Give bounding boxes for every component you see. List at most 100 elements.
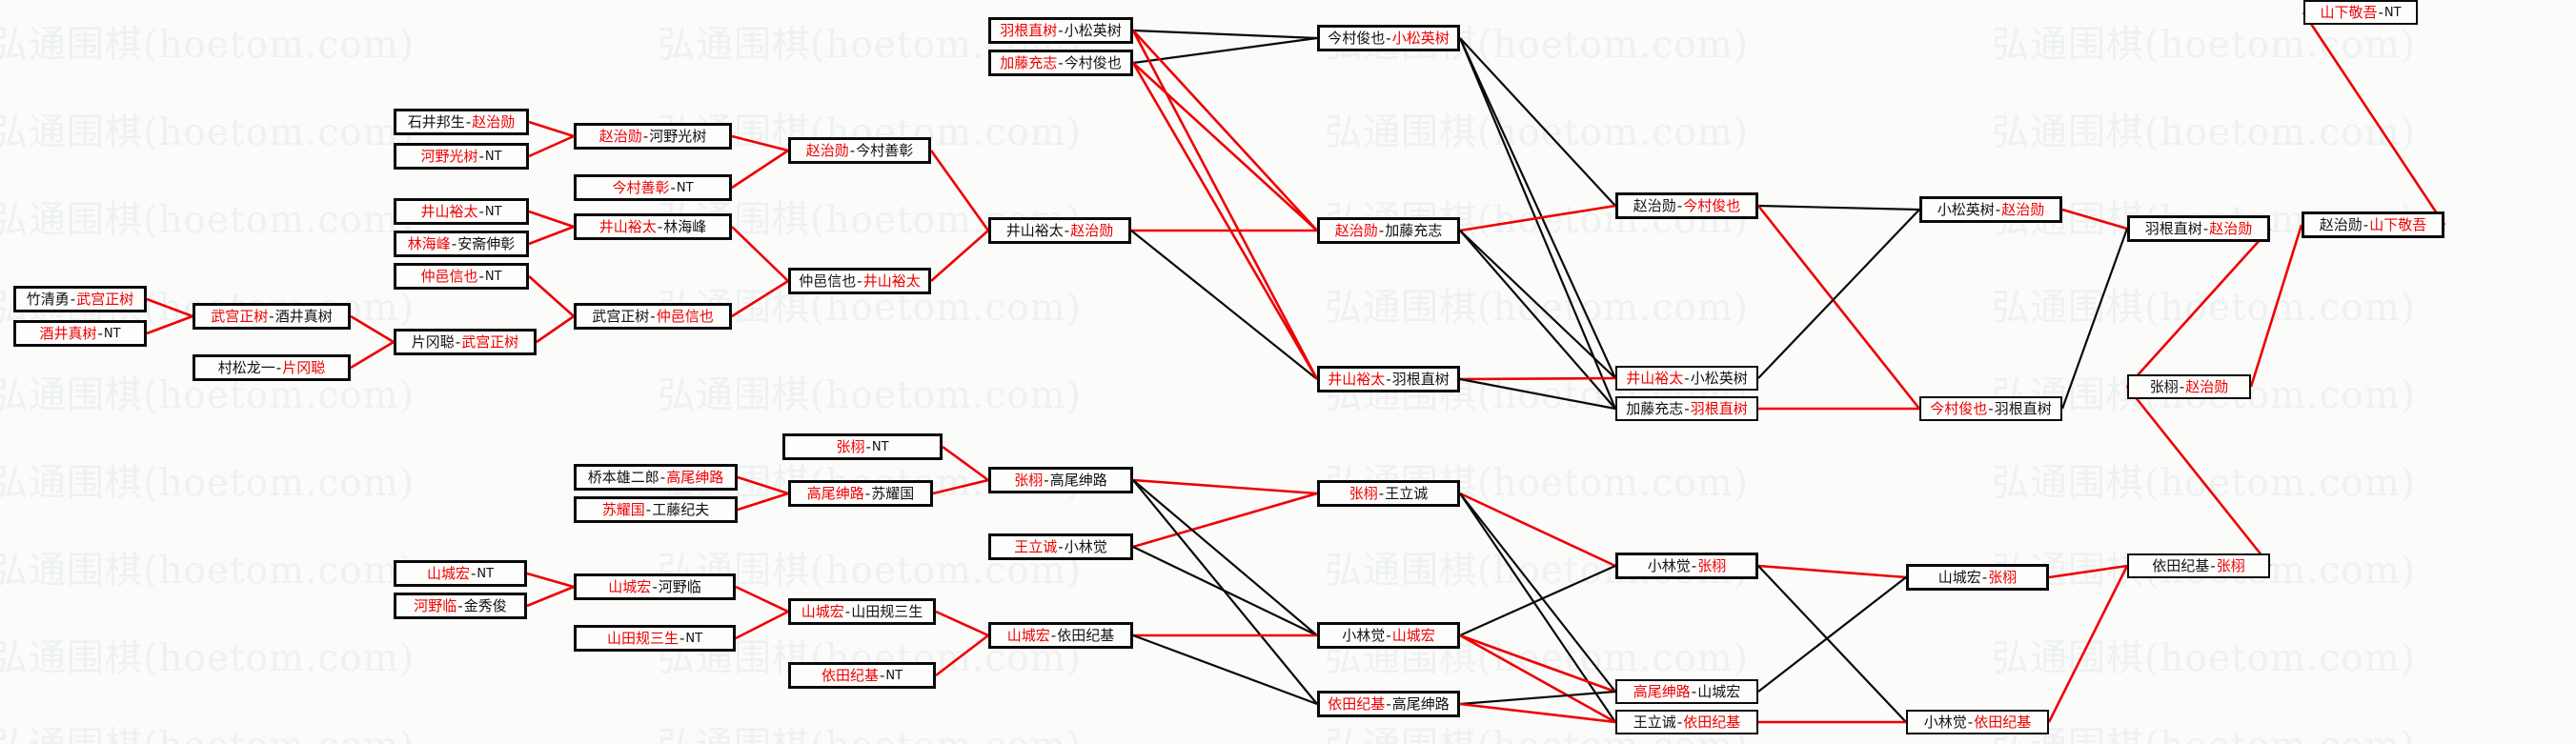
win-edge (2249, 224, 2303, 388)
lose-edge (1130, 230, 1318, 380)
win-edge (528, 120, 575, 138)
player-left: 王立诚 (1014, 537, 1058, 555)
match-node[interactable]: 张栩-高尾绅路 (988, 467, 1133, 493)
vs-separator: - (1995, 200, 2001, 218)
match-node[interactable]: 今村俊也-小松英树 (1317, 25, 1460, 51)
match-node[interactable]: 山城宏-张栩 (1906, 564, 2049, 591)
match-node[interactable]: 加藤充志-羽根直树 (1615, 396, 1758, 421)
player-right: 高尾绅路 (1391, 694, 1450, 713)
match-node[interactable]: 高尾绅路-山城宏 (1615, 679, 1758, 704)
match-node[interactable]: 山城宏-NT (394, 560, 527, 587)
match-node[interactable]: 武宫正树-酒井真树 (193, 303, 351, 330)
win-edge (2302, 11, 2446, 226)
match-node[interactable]: 张栩-赵治勋 (2127, 374, 2251, 399)
match-node[interactable]: 石井邦生-赵治勋 (394, 109, 529, 135)
match-node[interactable]: 王立诚-小林觉 (988, 533, 1133, 560)
match-node[interactable]: 羽根直树-赵治勋 (2127, 215, 2270, 242)
match-node[interactable]: 赵治勋-今村善彰 (788, 137, 931, 164)
match-node[interactable]: 苏耀国-工藤纪夫 (574, 496, 738, 523)
player-right: 王立诚 (1385, 484, 1429, 502)
player-right: 武宫正树 (76, 290, 134, 308)
match-node[interactable]: 山城宏-山田规三生 (788, 598, 936, 625)
win-edge (1459, 633, 1616, 724)
match-node[interactable]: 依田纪基-张栩 (2127, 553, 2270, 578)
lose-edge (1132, 29, 1318, 40)
vs-separator: - (1050, 626, 1057, 644)
vs-separator: - (70, 290, 76, 308)
win-edge (935, 610, 989, 637)
match-node[interactable]: 仲邑信也-NT (394, 263, 529, 290)
player-right: 安斋伸彰 (457, 234, 516, 252)
player-left: 武宫正树 (211, 307, 269, 325)
win-edge (935, 633, 989, 677)
win-edge (1459, 376, 1616, 381)
match-node[interactable]: 山田规三生-NT (574, 625, 736, 652)
match-node[interactable]: 赵治勋-今村俊也 (1615, 192, 1758, 219)
win-edge (731, 149, 789, 190)
match-node[interactable]: 王立诚-依田纪基 (1615, 710, 1758, 734)
win-edge (350, 340, 395, 370)
match-node[interactable]: 小林觉-依田纪基 (1906, 710, 2049, 734)
match-node[interactable]: 井山裕太-NT (394, 198, 529, 225)
match-node[interactable]: 张栩-王立诚 (1317, 480, 1460, 507)
vs-separator: - (2210, 556, 2216, 574)
match-node[interactable]: 小林觉-张栩 (1615, 553, 1758, 579)
match-node[interactable]: 赵治勋-山下敬吾 (2302, 211, 2444, 238)
vs-separator: - (1386, 370, 1391, 388)
player-left: 依田纪基 (2152, 556, 2210, 574)
match-node[interactable]: 井山裕太-小松英树 (1615, 366, 1758, 391)
match-node[interactable]: 今村善彰-NT (574, 174, 732, 201)
win-edge (942, 445, 989, 482)
match-node[interactable]: 加藤充志-今村俊也 (988, 50, 1133, 76)
player-right: 金秀俊 (463, 596, 507, 614)
match-node[interactable]: 村松龙一-片冈聪 (193, 354, 351, 381)
player-left: 井山裕太 (1005, 221, 1064, 239)
match-node[interactable]: 山城宏-河野临 (574, 573, 736, 600)
match-node[interactable]: 山城宏-依田纪基 (988, 622, 1133, 649)
match-node[interactable]: 井山裕太-赵治勋 (988, 217, 1131, 244)
lose-edge (1459, 564, 1616, 637)
player-right: 小松英树 (1391, 29, 1450, 47)
match-node[interactable]: 河野光树-NT (394, 143, 529, 170)
lose-edge (2060, 228, 2129, 410)
vs-separator: - (478, 202, 484, 220)
match-node[interactable]: 酒井真树-NT (13, 320, 147, 347)
match-node[interactable]: 仲邑信也-井山裕太 (788, 268, 931, 294)
match-node[interactable]: 井山裕太-羽根直树 (1317, 366, 1460, 392)
player-left: 河野光树 (420, 147, 478, 165)
match-node[interactable]: 林海峰-安斋伸彰 (394, 231, 529, 257)
player-left: 山城宏 (426, 564, 470, 582)
match-node[interactable]: 桥本雄二郎-高尾绅路 (574, 464, 738, 491)
win-edge (1132, 478, 1318, 495)
lose-edge (1132, 479, 1318, 705)
match-node[interactable]: 赵治勋-加藤充志 (1317, 217, 1460, 244)
match-node[interactable]: 竹清勇-武宫正树 (13, 286, 147, 312)
lose-edge (1459, 493, 1616, 693)
match-node[interactable]: 小林觉-山城宏 (1317, 622, 1460, 649)
player-left: 高尾绅路 (806, 484, 864, 502)
player-right: 羽根直树 (1391, 370, 1450, 388)
match-node[interactable]: 羽根直树-小松英树 (988, 17, 1133, 44)
match-node[interactable]: 依田纪基-NT (788, 662, 936, 689)
match-node[interactable]: 小松英树-赵治勋 (1919, 196, 2062, 223)
match-node[interactable]: 张栩-NT (782, 433, 943, 460)
vs-separator: - (478, 267, 484, 285)
match-node[interactable]: 高尾绅路-苏耀国 (788, 480, 933, 507)
match-node[interactable]: 今村俊也-羽根直树 (1919, 396, 2062, 421)
lose-edge (1459, 377, 1616, 411)
win-edge (932, 478, 989, 495)
vs-separator: - (642, 127, 649, 145)
match-node[interactable]: 赵治勋-河野光树 (574, 123, 732, 150)
match-node[interactable]: 依田纪基-高尾绅路 (1317, 691, 1460, 717)
match-node[interactable]: 武宫正树-仲邑信也 (574, 303, 732, 330)
vs-separator: - (457, 596, 463, 614)
player-left: 仲邑信也 (420, 267, 478, 285)
match-node[interactable]: 山下敬吾-NT (2303, 0, 2418, 25)
player-left: 羽根直树 (2144, 219, 2202, 237)
match-node[interactable]: 片冈聪-武宫正树 (394, 329, 537, 355)
match-node[interactable]: 井山裕太-林海峰 (574, 213, 732, 240)
player-left: 酒井真树 (39, 324, 97, 342)
vs-separator: - (2378, 3, 2383, 21)
match-node[interactable]: 河野临-金秀俊 (394, 593, 527, 619)
